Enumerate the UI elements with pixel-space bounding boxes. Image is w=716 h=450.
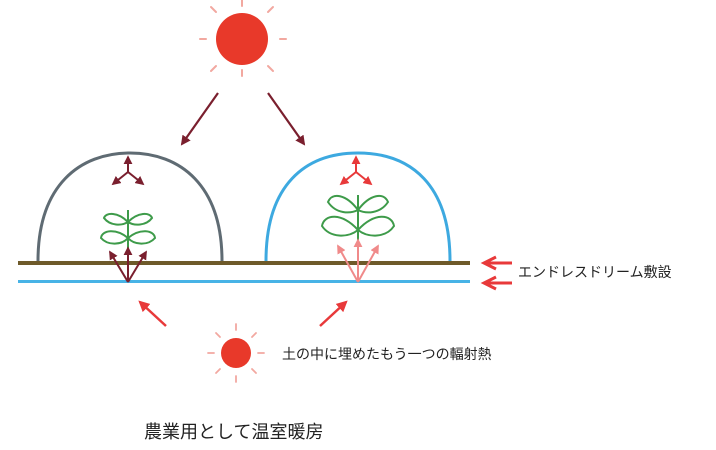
buried-radiant-heat-label: 土の中に埋めたもう一つの輻射熱 — [282, 347, 492, 363]
heat-source-icon — [207, 323, 265, 383]
sunlight-arrows — [180, 92, 306, 146]
dome-heat-arrows-right — [339, 155, 373, 186]
plant-icon — [320, 194, 396, 262]
greenhouse-dome-right — [264, 151, 452, 262]
label-pointer-arrows — [480, 255, 512, 291]
dome-heat-arrows-left — [111, 155, 145, 186]
ground-strip — [18, 261, 470, 265]
radiant-heat-arrows — [138, 300, 348, 327]
ground-heat-arrows-left — [109, 246, 147, 283]
diagram-caption: 農業用として温室暖房 — [144, 422, 324, 443]
endless-dream-label: エンドレスドリーム敷設 — [518, 265, 672, 281]
plant-icon — [99, 210, 157, 262]
sun-icon — [199, 0, 287, 77]
ground-heat-arrows-right — [337, 238, 379, 283]
heating-line — [18, 280, 470, 283]
greenhouse-dome-left — [36, 151, 224, 262]
